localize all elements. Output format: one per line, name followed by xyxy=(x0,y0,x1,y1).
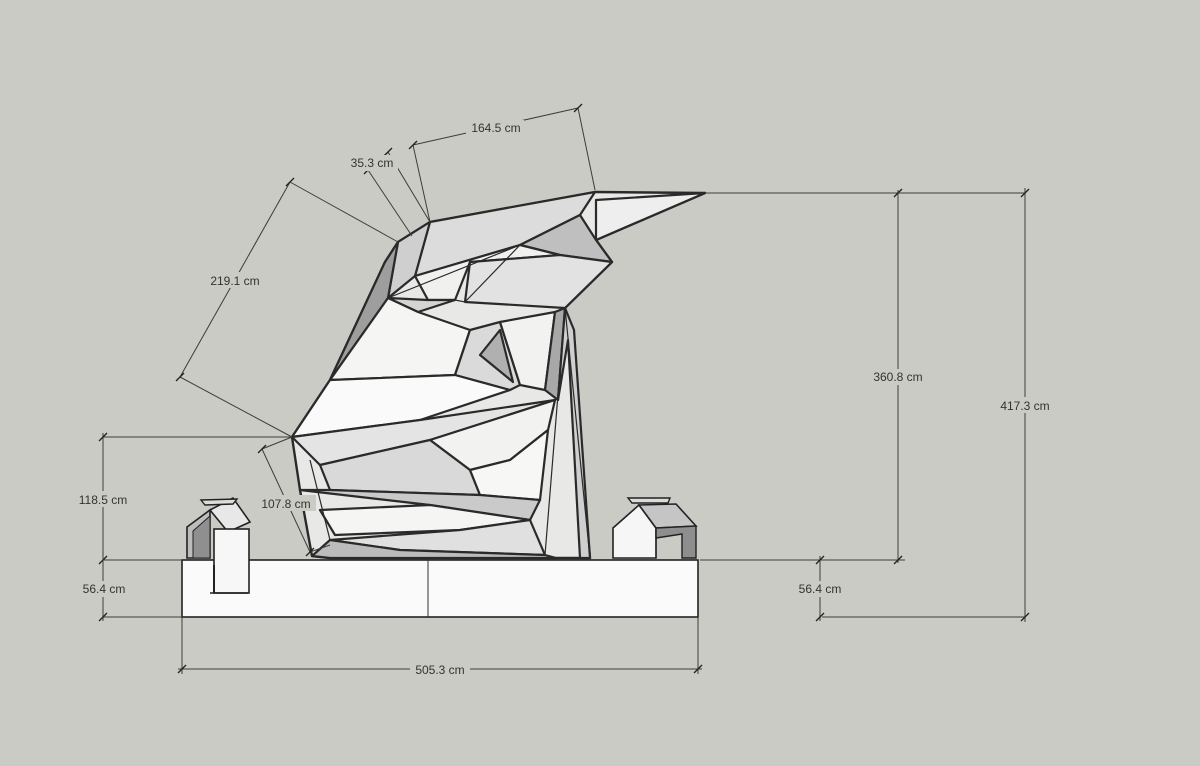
label-417-3: 417.3 cm xyxy=(1000,399,1049,413)
label-360-8: 360.8 cm xyxy=(873,370,922,384)
left-seat xyxy=(186,496,252,594)
dim-56-4-left: 56.4 cm xyxy=(76,556,182,622)
faceted-sculpture xyxy=(290,190,707,560)
dim-35-3: 35.3 cm xyxy=(346,147,431,237)
label-35-3: 35.3 cm xyxy=(351,156,394,170)
dim-107-8: 107.8 cm xyxy=(256,436,331,557)
right-seat xyxy=(612,497,698,559)
label-118-5: 118.5 cm xyxy=(79,493,127,507)
label-219-1: 219.1 cm xyxy=(210,274,259,288)
label-164-5: 164.5 cm xyxy=(471,121,520,135)
dim-360-8: 360.8 cm xyxy=(700,188,928,565)
dim-417-3: 417.3 cm xyxy=(822,188,1055,622)
dim-219-1: 219.1 cm xyxy=(175,177,399,438)
dimension-lines: 164.5 cm 35.3 cm 219.1 cm xyxy=(73,103,1055,678)
label-505-3: 505.3 cm xyxy=(415,663,464,677)
base-platform xyxy=(181,559,699,618)
dim-56-4-right: 56.4 cm xyxy=(792,555,848,622)
label-56-4-left: 56.4 cm xyxy=(83,582,126,596)
dim-505-3: 505.3 cm xyxy=(177,617,703,678)
dim-118-5: 118.5 cm xyxy=(73,432,292,565)
dim-164-5: 164.5 cm xyxy=(408,103,596,223)
label-107-8: 107.8 cm xyxy=(261,497,310,511)
label-56-4-right: 56.4 cm xyxy=(799,582,842,596)
